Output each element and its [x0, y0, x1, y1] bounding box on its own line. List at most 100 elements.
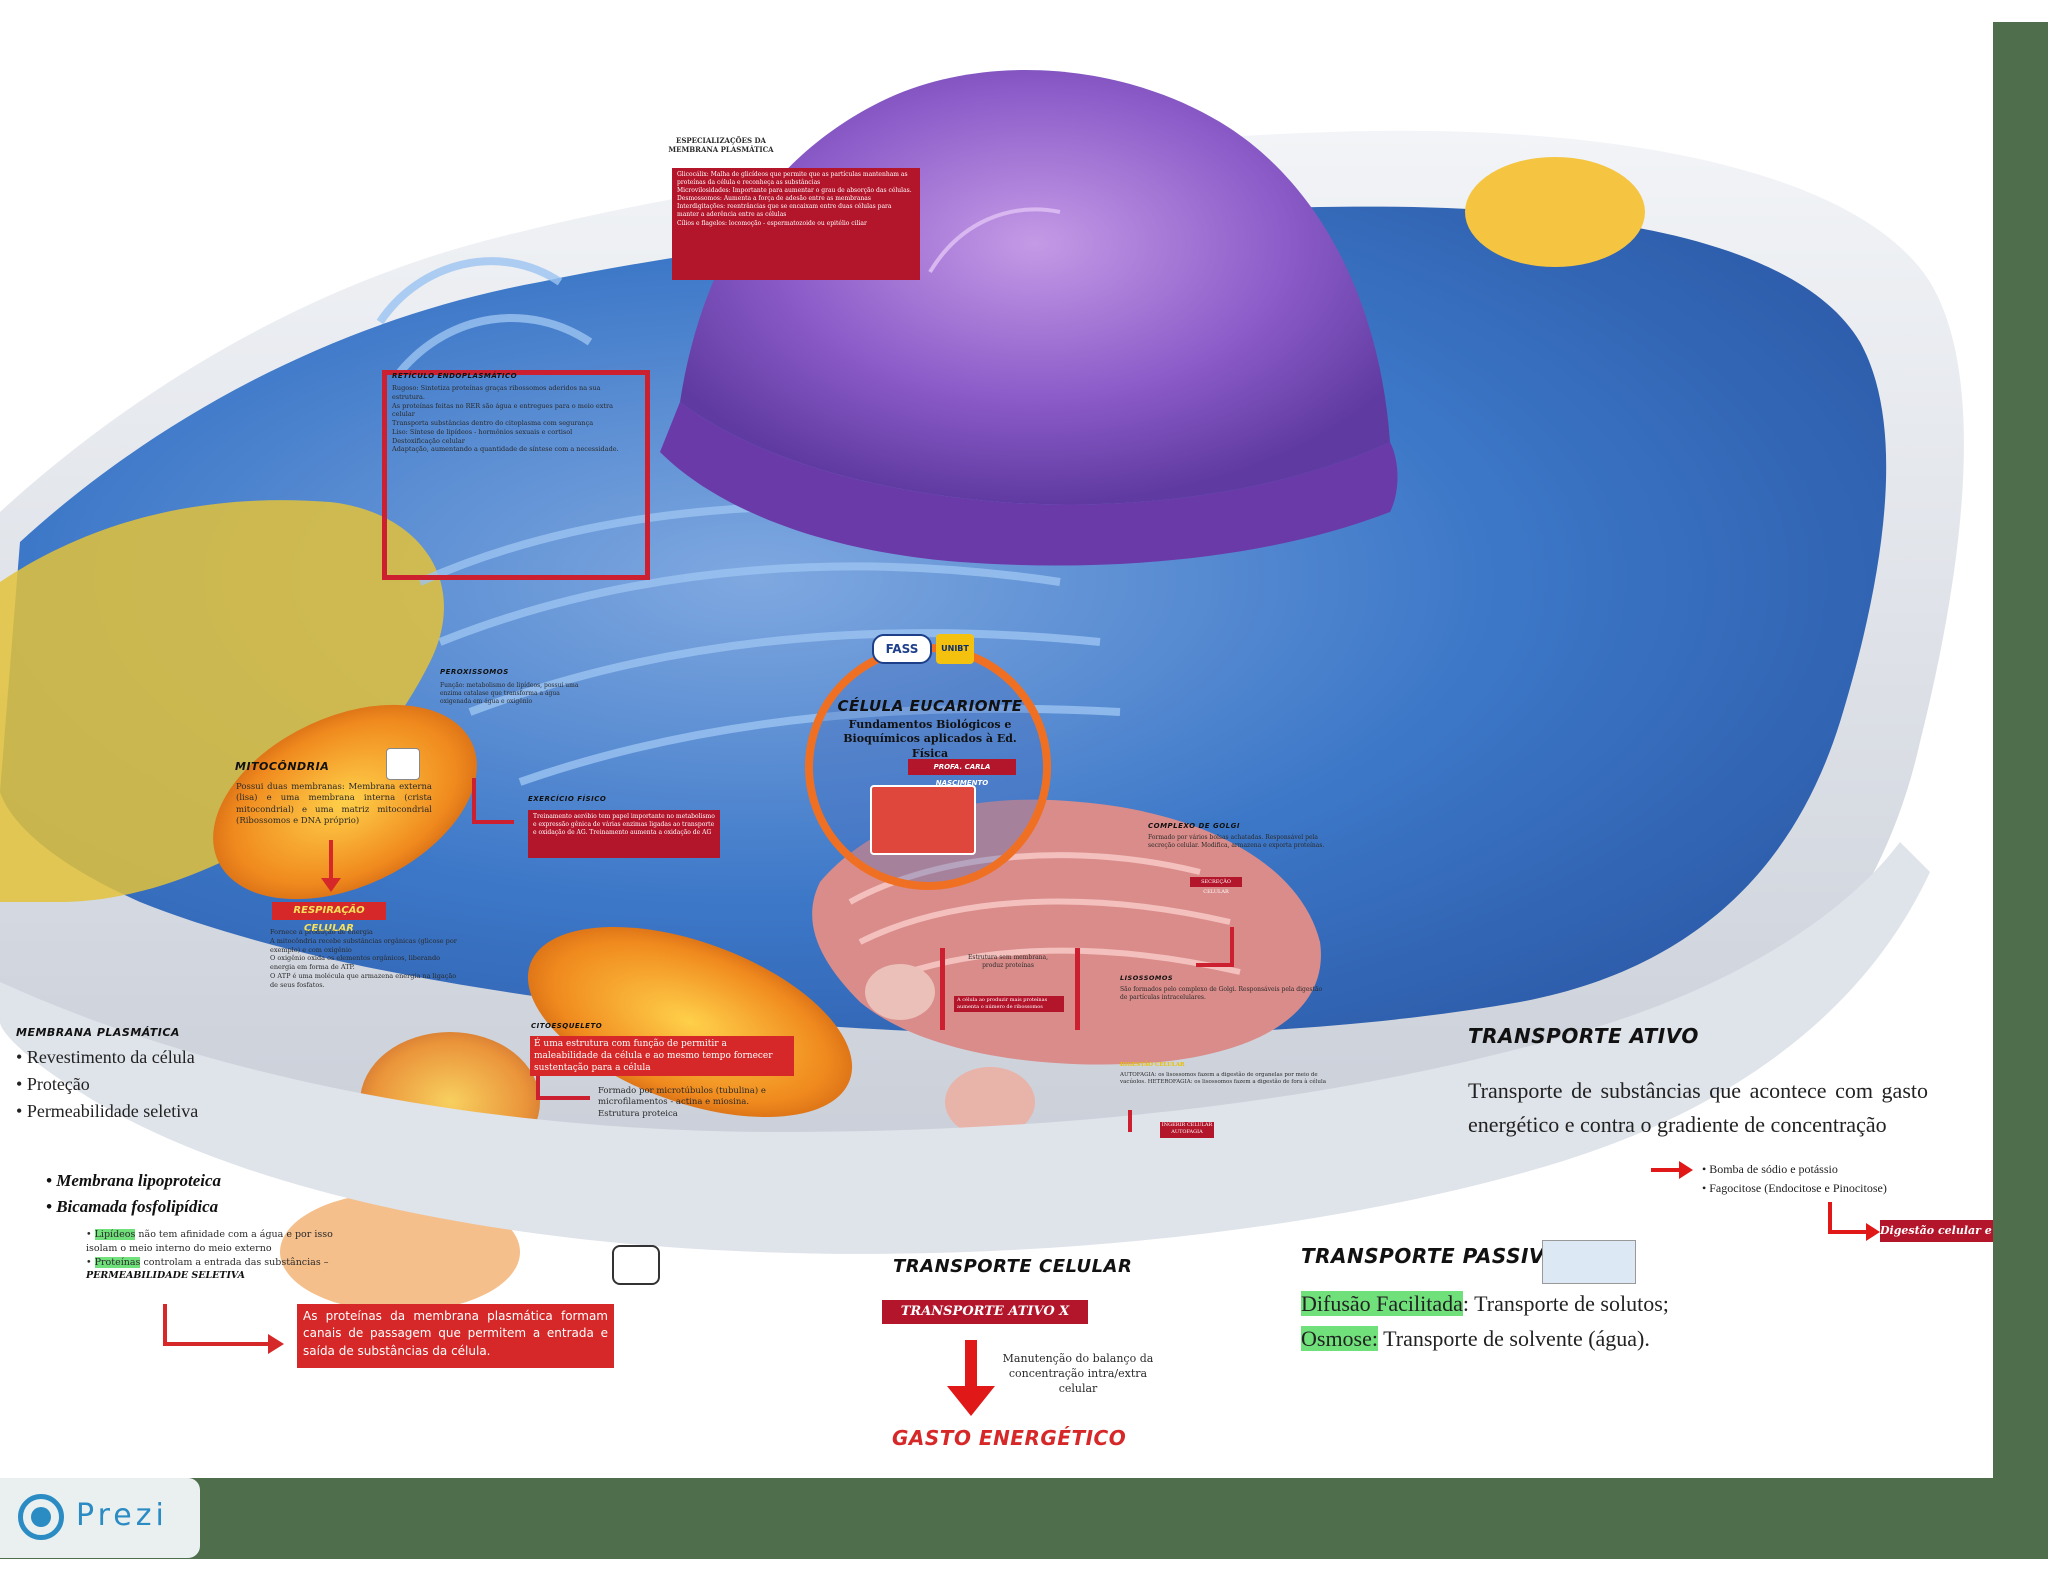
cyto-box: É uma estrutura com função de permitir a…	[530, 1036, 794, 1076]
ribosome-bracket	[940, 948, 1080, 1030]
digestion-label: Digestão celular e Exocitose	[1880, 1220, 1993, 1242]
spec-item: Interdigitações: reentrâncias que se enc…	[677, 203, 892, 219]
er-item: As proteínas feitas no RER são água e en…	[392, 401, 613, 419]
cyto-arrow-h	[536, 1096, 590, 1100]
mito-thumbnail	[386, 748, 420, 780]
golgi-text: Formado por vários bolsas achatadas. Res…	[1148, 834, 1325, 850]
active-arrow-head	[1679, 1161, 1693, 1179]
er-bracket	[382, 370, 650, 580]
respiration-item: O ATP é uma molécula que armazena energi…	[270, 971, 457, 989]
prezi-badge[interactable]: Prezi	[0, 1478, 200, 1558]
lipids-label: Lipídeos	[94, 1229, 136, 1240]
digestion-arrow-h2	[1828, 1230, 1870, 1234]
bottom-strip	[0, 1559, 2048, 1582]
respiration-item: A mitocôndria recebe substâncias orgânic…	[270, 936, 457, 954]
proteins-arrow-head	[268, 1334, 284, 1354]
center-subtitle: Fundamentos Biológicos e Bioquímicos apl…	[843, 718, 1017, 760]
transport-box[interactable]: TRANSPORTE ATIVO X PASSIVO	[882, 1300, 1088, 1343]
mito-title: MITOCÔNDRIA	[235, 760, 330, 773]
proteins-label: Proteínas	[94, 1256, 141, 1268]
respiration-item: O oxigênio oxida os elementos orgânicos,…	[270, 954, 441, 972]
er-item: Liso: Síntese de lipídeos - hormônios se…	[392, 427, 573, 436]
membrane-item: Revestimento da célula	[26, 1047, 195, 1067]
mito-arrow	[329, 840, 333, 882]
spec-item: Cílios e flagelos: locomoção - espermato…	[677, 219, 867, 227]
selective-label: PERMEABILIDADE SELETIVA	[86, 1270, 245, 1282]
spec-item: Glicocálix: Malha de glicídeos que permi…	[677, 171, 908, 187]
mito-text: Possui duas membranas: Membrana externa …	[236, 782, 432, 827]
prezi-logo-dot	[31, 1507, 51, 1527]
digestion-arrow-v2	[1828, 1202, 1832, 1232]
teacher-label: PROFA. CARLA NASCIMENTO	[908, 759, 1016, 787]
passive-diagram	[1542, 1240, 1636, 1284]
energy-label: GASTO ENERGÉTICO	[892, 1426, 1127, 1450]
facilitated-text: : Transporte de solutos;	[1462, 1291, 1669, 1316]
spec-item: Desmossomos: Aumenta a força de adesão e…	[677, 195, 871, 203]
membrane-type: Membrana lipoproteica	[56, 1171, 222, 1190]
transport-arrow	[965, 1340, 977, 1388]
cell-thumbnail	[870, 785, 976, 855]
cyto-text: Formado por microtúbulos (tubulina) e mi…	[598, 1086, 766, 1119]
proteins-box: As proteínas da membrana plasmática form…	[297, 1304, 614, 1368]
proteins-arrow-v	[163, 1304, 167, 1344]
respiration-list: Fornece a produção de energia A mitocônd…	[270, 928, 466, 989]
secretion-label: SECREÇÃO CELULAR	[1190, 877, 1242, 895]
spec-item: Microvilosidades: Importante para aument…	[677, 187, 912, 195]
exercise-box: Treinamento aeróbio tem papel importante…	[528, 810, 720, 858]
transport-title: TRANSPORTE CELULAR	[893, 1256, 1133, 1277]
cyto-title: CITOESQUELETO	[531, 1022, 603, 1030]
cell-digestion-label: DIGESTÃO CELULAR	[1120, 1062, 1185, 1068]
lipids-text: não tem afinidade com a água e por isso …	[86, 1229, 333, 1254]
er-item: Destoxificação celular	[392, 436, 465, 445]
proteins-text: controlam a entrada das substâncias –	[140, 1256, 329, 1268]
active-item: Fagocitose (Endocitose e Pinocitose)	[1709, 1180, 1887, 1195]
active-list: • Bomba de sódio e potássio • Fagocitose…	[1702, 1162, 1887, 1195]
passive-title: TRANSPORTE PASSIVO	[1301, 1244, 1563, 1268]
perox-text: Função: metabolismo de lipídeos, possui …	[440, 682, 579, 706]
er-title: RETÍCULO ENDOPLASMÁTICO	[392, 372, 518, 380]
membrane-spec-box: Glicocálix: Malha de glicídeos que permi…	[672, 168, 920, 280]
er-item: Rugoso: Sintetiza proteínas graças ribos…	[392, 384, 601, 401]
digestion-arrow-v	[1128, 1110, 1132, 1132]
prezi-wordmark: Prezi	[76, 1498, 168, 1533]
facilitated-label: Difusão Facilitada	[1301, 1291, 1463, 1316]
presentation-canvas[interactable]: ESPECIALIZAÇÕES DA MEMBRANA PLASMÁTICA G…	[0, 22, 1993, 1478]
speech-bubble-icon[interactable]	[612, 1245, 660, 1285]
balance-text: Manutenção do balanço da concentração in…	[1002, 1352, 1154, 1395]
golgi-title: COMPLEXO DE GOLGI	[1148, 822, 1240, 830]
membrane-spec-title: ESPECIALIZAÇÕES DA MEMBRANA PLASMÁTICA	[668, 136, 774, 154]
golgi-arrow-v	[1230, 927, 1234, 965]
osmosis-label: Osmose:	[1301, 1326, 1378, 1352]
golgi-arrow-h	[1196, 963, 1234, 967]
active-arrow	[1651, 1168, 1681, 1172]
membrane-type: Bicamada fosfolipídica	[56, 1197, 219, 1217]
membrane-components: • Lipídeos não tem afinidade com a água …	[86, 1228, 356, 1283]
cyto-arrow-v	[536, 1076, 540, 1098]
cell-digestion-text: AUTOFAGIA: os lisossomos fazem a digestã…	[1120, 1072, 1327, 1086]
passive-list: Difusão Facilitada: Transporte de soluto…	[1301, 1286, 1669, 1356]
lisossomos-text: São formados pelo complexo de Golgi. Res…	[1120, 986, 1323, 1002]
perox-arrow-v	[472, 778, 476, 822]
transport-arrow-head	[947, 1386, 995, 1416]
active-item: Bomba de sódio e potássio	[1709, 1162, 1838, 1176]
osmosis-text: Transporte de solvente (água).	[1378, 1326, 1650, 1352]
ribosome-box: A célula ao produzir mais proteínas aume…	[954, 996, 1064, 1012]
respiration-label: RESPIRAÇÃO CELULAR	[272, 902, 386, 934]
lisossomos-title: LISOSSOMOS	[1120, 974, 1174, 982]
prezi-logo-icon	[18, 1494, 64, 1540]
membrane-item: Proteção	[26, 1074, 90, 1094]
er-item: Adaptação, aumentando a quantidade de sí…	[392, 445, 619, 454]
active-title: TRANSPORTE ATIVO	[1468, 1024, 1699, 1048]
center-title: CÉLULA EUCARIONTE	[837, 697, 1023, 715]
mito-arrow-head	[321, 878, 341, 892]
bottom-frame	[0, 1478, 2048, 1559]
exercise-title: EXERCÍCIO FÍSICO	[528, 795, 607, 803]
er-panel: RETÍCULO ENDOPLASMÁTICO Rugoso: Sintetiz…	[392, 362, 630, 578]
inside-label: INGERIR CELULAR AUTOFAGIA	[1160, 1122, 1214, 1138]
membrane-types: • Membrana lipoproteica • Bicamada fosfo…	[46, 1171, 222, 1217]
perox-arrow-h	[472, 820, 514, 824]
er-item: Transporta substâncias dentro do citopla…	[392, 419, 594, 428]
unibt-logo: UNIBT	[936, 634, 974, 664]
membrane-list: • Revestimento da célula • Proteção • Pe…	[16, 1047, 199, 1121]
right-frame	[1993, 22, 2048, 1582]
